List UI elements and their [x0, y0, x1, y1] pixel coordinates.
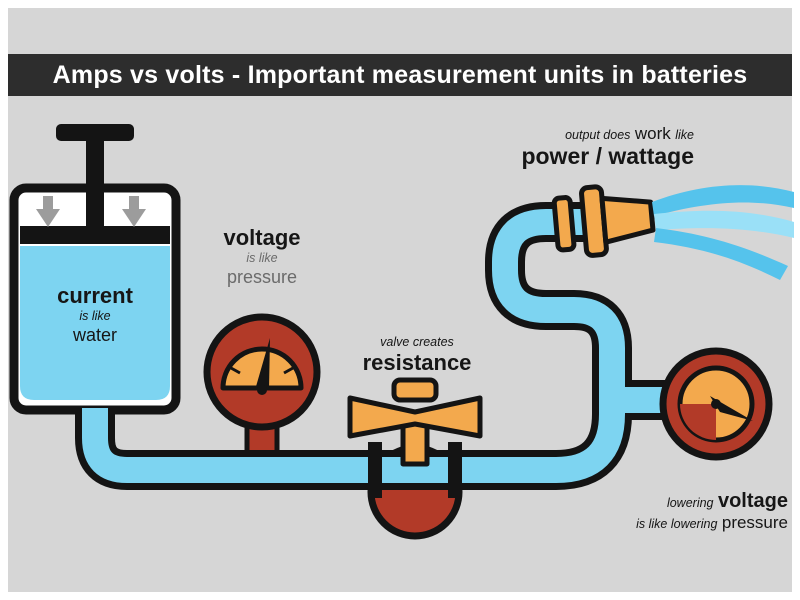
pipe-flange: [448, 442, 462, 498]
lowering-voltage-gauge: [659, 347, 773, 461]
pipe-flange: [368, 442, 382, 498]
water-spray: [652, 185, 794, 280]
lowering-line1: lowering voltage: [636, 490, 788, 513]
resistance-label: valve creates resistance: [363, 334, 472, 375]
piston-plate: [20, 226, 170, 244]
piston-tank: [9, 124, 181, 415]
power-post: like: [675, 128, 694, 142]
power-word: work: [634, 124, 671, 143]
valve-handle: [347, 395, 483, 439]
plunger-rod: [86, 134, 104, 232]
gauge-needle: [255, 338, 270, 390]
voltage-gauge: [203, 313, 321, 431]
needle-hub: [711, 399, 721, 409]
needle-hub: [257, 385, 267, 395]
gauge-needle: [710, 396, 753, 421]
power-title: power / wattage: [521, 143, 694, 169]
page-title: Amps vs volts - Important measurement un…: [52, 60, 748, 89]
output-nozzle: [551, 184, 656, 258]
voltage-title: voltage: [223, 225, 301, 250]
plunger-handle: [56, 124, 134, 141]
tank-water: [20, 246, 170, 400]
spray-stream: [652, 185, 794, 216]
title-bar: Amps vs volts - Important measurement un…: [8, 54, 792, 96]
gauge-tick: [230, 366, 241, 375]
arrow-down-icon: [122, 196, 146, 227]
resistance-valve: [347, 377, 483, 498]
lowering-line2: is like lowering pressure: [636, 513, 788, 533]
resistance-sub: valve creates: [380, 335, 454, 349]
arrow-down-icon: [36, 196, 60, 227]
current-label: current is like water: [57, 284, 133, 345]
gauge-wedge: [680, 404, 716, 440]
resistance-title: resistance: [362, 349, 472, 375]
pipe-water: [82, 209, 625, 483]
power-line1: output does work like: [521, 124, 694, 144]
gauge-tick: [283, 366, 294, 375]
lowering-voltage-label: lowering voltage is like lowering pressu…: [636, 490, 788, 533]
spray-stream: [654, 228, 788, 280]
current-title: current: [57, 283, 133, 308]
lowering-title: voltage: [717, 490, 788, 512]
current-noun: water: [72, 324, 118, 345]
lowering-noun: pressure: [721, 513, 788, 532]
valve-nut: [391, 377, 439, 403]
spray-stream: [654, 210, 794, 238]
lowering-sub: is like lowering: [636, 517, 718, 531]
voltage-sub: is like: [246, 250, 278, 265]
current-sub: is like: [79, 308, 111, 323]
lowering-pre: lowering: [666, 496, 714, 510]
power-pre: output does: [565, 128, 631, 142]
nozzle-collar: [551, 195, 577, 253]
voltage-label: voltage is like pressure: [223, 226, 300, 287]
nozzle-cone: [599, 195, 656, 245]
voltage-noun: pressure: [226, 266, 298, 287]
power-label: output does work like power / wattage: [521, 124, 694, 169]
